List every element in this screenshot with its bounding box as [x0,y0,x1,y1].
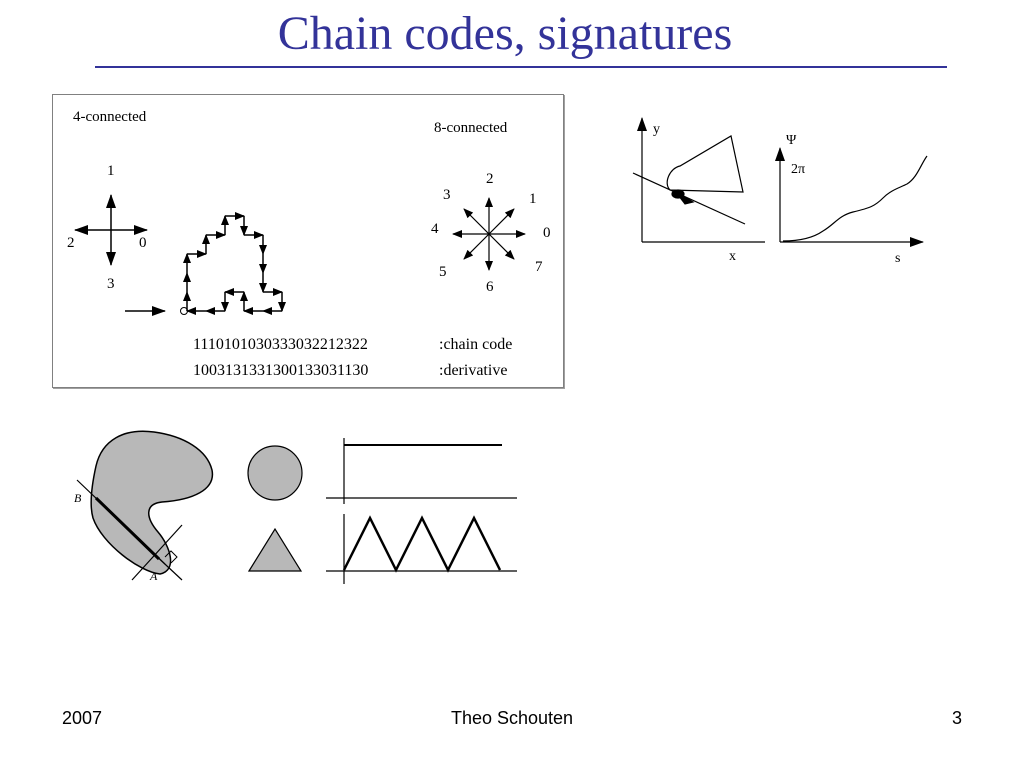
normal-line-extension [151,551,183,581]
footer-author: Theo Schouten [450,708,574,728]
title-underline [95,66,947,68]
chain-code-row: 1110101030333032212322 [193,336,368,353]
point-a-label: A [149,569,158,583]
dir4-label-2: 2 [67,235,75,251]
footer-year: 2007 [62,708,103,728]
signature-curve [782,155,928,242]
eight-direction-star [452,197,526,271]
normal-line [131,524,183,581]
chain-code-label: :chain code [439,336,512,353]
y-axis-label: y [653,122,660,137]
label-4-connected: 4-connected [73,109,147,125]
tangent-direction-arrow [674,190,695,205]
dir8-label-1: 1 [529,191,537,207]
right-angle-marker [164,550,178,564]
chain-code-contour [183,212,286,315]
dir8-label-4: 4 [431,221,439,237]
psi-label: Ψ [786,133,797,148]
tangent-line [632,172,746,225]
two-pi-label: 2π [791,162,805,177]
dir4-label-3: 3 [107,276,115,292]
triangle-signature-wave [342,515,502,573]
dir8-label-5: 5 [439,264,447,280]
four-direction-cross [74,194,148,266]
dir8-label-2: 2 [486,171,494,187]
shape-signature-figure: B A [74,430,517,584]
dir4-label-1: 1 [107,163,115,179]
footer-page-number: 3 [952,708,963,728]
s-axis-label: s [895,251,900,266]
dir8-label-0: 0 [543,225,551,241]
circle-shape [247,445,303,501]
dir8-label-6: 6 [486,279,494,295]
derivative-label: :derivative [439,362,507,379]
label-8-connected: 8-connected [434,120,508,136]
tangent-angle-figure: y x Ψ 2π s [632,117,928,266]
dir8-label-3: 3 [443,187,451,203]
chain-code-diagram: 4-connected 8-connected 1 2 0 3 3 2 1 4 … [67,109,551,379]
derivative-row: 1003131331300133031130 [193,362,368,379]
triangle-shape [247,527,303,572]
x-axis-label: x [729,249,736,264]
chord-segment [94,496,161,561]
dir8-label-7: 7 [535,259,543,275]
chain-code-panel: 4-connected 8-connected 1 2 0 3 3 2 1 4 … [52,94,564,388]
object-contour [666,135,744,193]
slide-title: Chain codes, signatures [277,7,733,60]
dir4-label-0: 0 [139,235,147,251]
blob-shape [90,430,214,575]
point-b-label: B [74,491,82,505]
